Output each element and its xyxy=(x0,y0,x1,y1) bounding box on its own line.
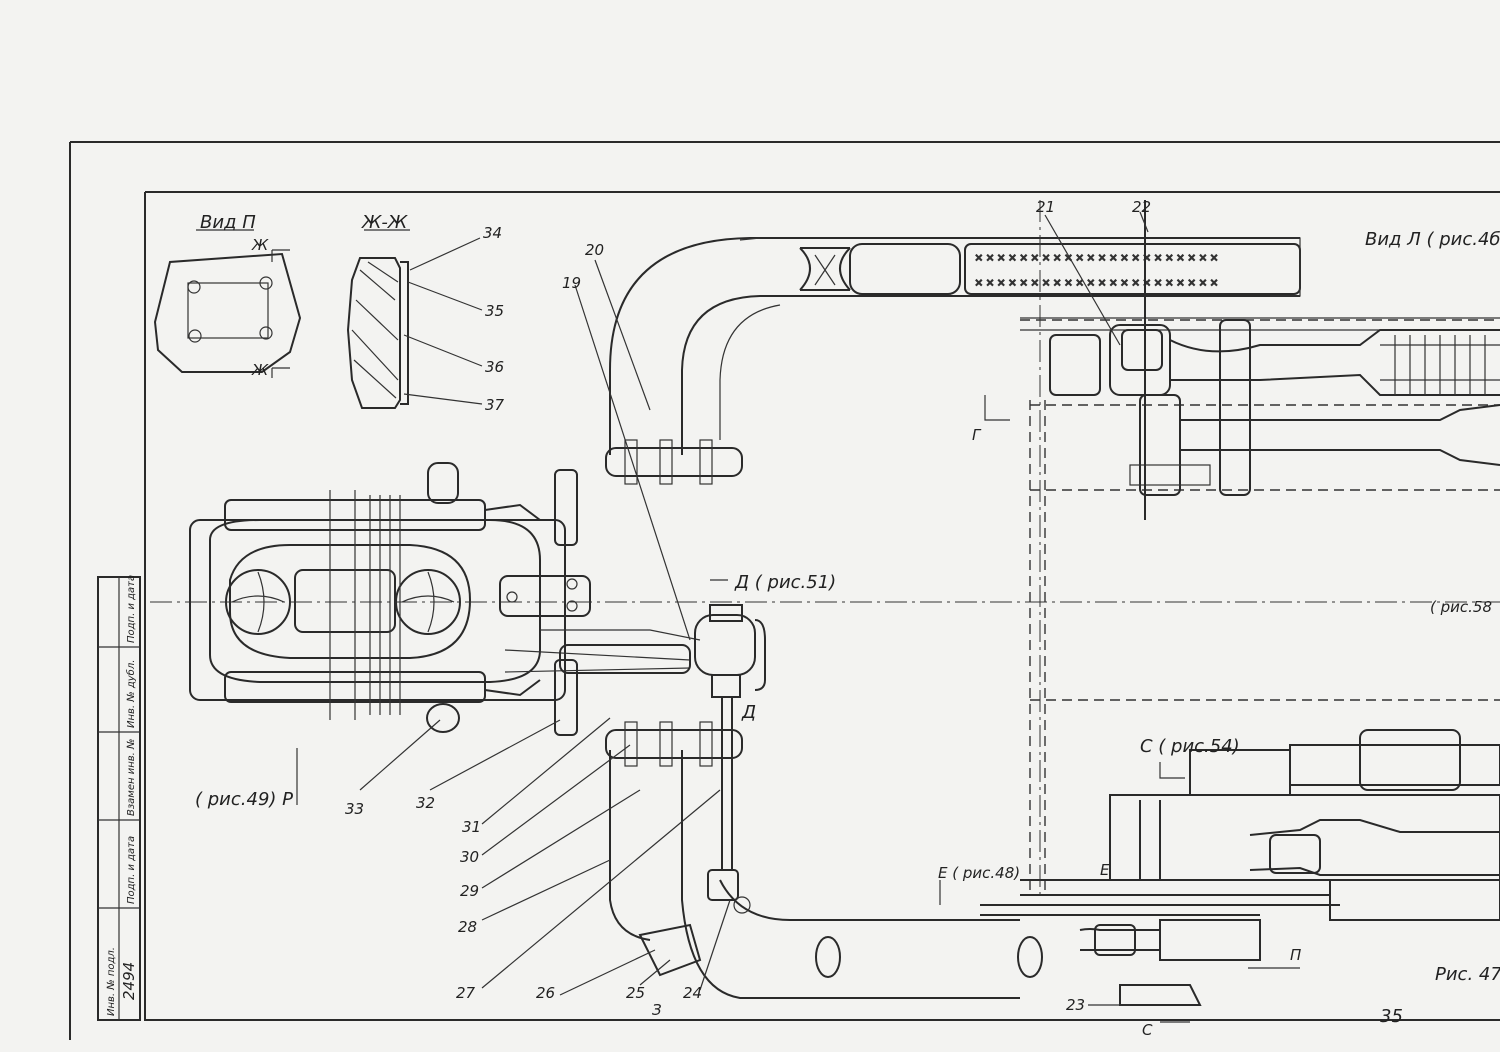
title-col4: Подп. и дата xyxy=(126,836,137,904)
label-ref-d: Д ( рис.51) xyxy=(734,572,836,593)
upper-flange xyxy=(605,439,743,485)
callout-23: 23 xyxy=(1066,996,1085,1014)
label-ref-58: ( рис.58 xyxy=(1430,598,1492,616)
callout-29: 29 xyxy=(460,882,479,900)
inner-frame xyxy=(144,192,1500,1021)
upper-elbow-pipe: × × × × × × × × × × × × × × × × × × × × … xyxy=(609,237,1301,455)
callout-24: 24 xyxy=(683,984,702,1002)
callout-22: 22 xyxy=(1132,198,1151,216)
callout-25: 25 xyxy=(626,984,645,1002)
callout-20: 20 xyxy=(585,241,604,259)
compressor-unit xyxy=(189,462,701,736)
callout-33: 33 xyxy=(345,800,364,818)
title-col5: Инв. № подл. xyxy=(106,947,117,1016)
title-block xyxy=(97,576,141,1021)
callout-30: 30 xyxy=(460,848,479,866)
center-valve-column xyxy=(694,604,766,914)
label-zh-top: Ж xyxy=(251,236,269,254)
svg-text:× × × × × × × × × × × × × × ×: × × × × × × × × × × × × × × × × × × × × … xyxy=(975,250,1218,265)
lower-flange xyxy=(605,721,743,767)
right-lower-machinery xyxy=(980,729,1500,1006)
callout-32: 32 xyxy=(416,794,435,812)
title-col3: Взамен инв. № xyxy=(126,739,137,816)
callout-34: 34 xyxy=(483,224,502,242)
section-zh-detail xyxy=(346,229,483,409)
label-mark-g: Г xyxy=(972,426,982,444)
callout-21: 21 xyxy=(1036,198,1055,216)
callout-19: 19 xyxy=(562,274,581,292)
label-ref-e-end: Е xyxy=(1100,861,1110,879)
callout-35: 35 xyxy=(485,302,504,320)
label-ref-e: Е ( рис.48) xyxy=(938,864,1020,882)
svg-text:× × × × × × × × × × × × × × ×: × × × × × × × × × × × × × × × × × × × × … xyxy=(975,275,1218,290)
lower-elbow-pipe xyxy=(609,750,1043,999)
title-col2: Инв. № дубл. xyxy=(125,660,137,728)
leader-lines xyxy=(296,211,1300,1023)
label-ref-d-end: Д xyxy=(741,702,756,723)
page-number: 35 xyxy=(1380,1006,1403,1027)
label-ref-r: ( рис.49) Р xyxy=(195,789,293,810)
figure-label: Рис. 47. xyxy=(1435,964,1500,985)
inv-number: 2494 xyxy=(120,962,138,1000)
view-p-detail xyxy=(153,229,302,378)
callout-27: 27 xyxy=(456,984,476,1002)
callout-31: 31 xyxy=(462,818,481,836)
label-ref-s: С ( рис.54) xyxy=(1140,736,1240,757)
label-section-zh: Ж-Ж xyxy=(361,212,408,233)
label-mark-s: С xyxy=(1142,1021,1153,1039)
right-upper-machinery xyxy=(1020,200,1500,890)
callout-26: 26 xyxy=(536,984,555,1002)
callout-36: 36 xyxy=(485,358,504,376)
callout-37: 37 xyxy=(485,396,505,414)
callout-28: 28 xyxy=(458,918,477,936)
label-zh-bottom: Ж xyxy=(251,361,269,379)
label-mark-z: З xyxy=(652,1001,662,1019)
label-view-l: Вид Л ( рис.4б xyxy=(1365,229,1500,250)
label-mark-p: П xyxy=(1290,946,1301,964)
label-view-p: Вид П xyxy=(200,212,256,233)
title-col1: Подп. и дата xyxy=(126,575,137,643)
